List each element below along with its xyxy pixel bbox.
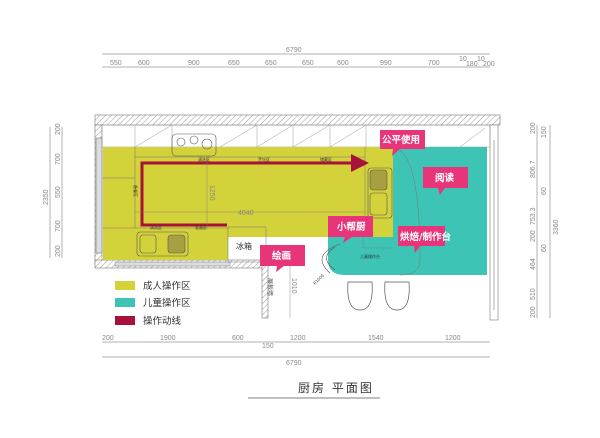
dim-segment-label: 60 xyxy=(541,244,548,252)
legend: 成人操作区 儿童操作区 操作动线 xyxy=(115,280,191,327)
legend-swatch-adult xyxy=(115,281,135,290)
dim-segment-label: 1540 xyxy=(368,335,384,342)
callout-baking: 烘焙/制作台 xyxy=(398,226,451,253)
dim-segment-label: 650 xyxy=(302,60,314,67)
dim-segment-label: 700 xyxy=(55,220,62,232)
legend-swatch-flow xyxy=(115,316,135,325)
dim-inner-depth: 1250 xyxy=(208,185,215,201)
dim-segment-label: 200 xyxy=(483,61,495,68)
dim-segment-label: 900 xyxy=(188,60,200,67)
dim-right-segments: 200 150 806.7 60 753.3 200 60 464 510 200 xyxy=(530,122,548,318)
dim-segment-label: 650 xyxy=(228,60,240,67)
dim-segment-label: 1200 xyxy=(290,335,306,342)
dim-left-total: 2350 xyxy=(43,189,50,205)
stove-icon xyxy=(171,133,217,157)
kids-table-label: 儿童操作台 xyxy=(360,253,380,259)
dim-top-total: 6790 xyxy=(286,47,302,54)
dimension-lines xyxy=(49,53,551,358)
dim-segment-label: 150 xyxy=(262,343,274,350)
upper-cabinets xyxy=(101,124,491,148)
callout-fair-use: 公平使用 xyxy=(380,130,425,156)
dim-segment-label: 1200 xyxy=(445,335,461,342)
walls xyxy=(94,114,501,321)
legend-swatch-child xyxy=(115,298,135,307)
dim-segment-label: 753.3 xyxy=(530,207,537,225)
svg-text:阅读: 阅读 xyxy=(435,172,455,184)
dim-segment-label: 600 xyxy=(232,335,244,342)
dim-segment-label: 200 xyxy=(55,123,62,135)
legend-label: 操作动线 xyxy=(143,315,182,327)
zone-label: 清洗区 xyxy=(150,224,162,230)
dim-segment-label: 700 xyxy=(428,60,440,67)
dim-inner-length: 4040 xyxy=(238,210,254,217)
callout-reading: 阅读 xyxy=(423,167,468,195)
svg-text:小帮厨: 小帮厨 xyxy=(336,221,366,233)
dim-segment-label: 180 xyxy=(466,61,478,68)
svg-text:烘焙/制作台: 烘焙/制作台 xyxy=(400,231,451,243)
legend-label: 儿童操作区 xyxy=(143,297,191,309)
radius-label: R1000 xyxy=(312,273,325,286)
dim-segment-label: 200 xyxy=(530,306,537,318)
dim-segment-label: 200 xyxy=(55,245,62,257)
zone-label: 清洗区 xyxy=(198,156,210,162)
board-wall-label: 展板墙 xyxy=(266,278,274,296)
dim-segment-label: 700 xyxy=(55,153,62,165)
dim-segment-label: 10 xyxy=(477,56,485,63)
dim-segment-label: 650 xyxy=(265,60,277,67)
dim-segment-label: 550 xyxy=(110,60,122,67)
dim-segment-label: 150 xyxy=(541,126,548,138)
zone-label: 备餐区 xyxy=(133,185,139,197)
dim-segment-label: 464 xyxy=(530,258,537,270)
dim-segment-label: 600 xyxy=(138,60,150,67)
page-title: 厨房 平面图 xyxy=(298,380,374,395)
chair-icon xyxy=(347,281,410,311)
dim-segment-label: 550 xyxy=(55,186,62,198)
sink-icon xyxy=(367,167,393,219)
dim-segment-label: 60 xyxy=(541,187,548,195)
fridge-label: 冰箱 xyxy=(236,241,252,251)
dim-segment-label: 200 xyxy=(530,122,537,134)
sink-icon xyxy=(136,231,189,257)
dim-segment-label: 806.7 xyxy=(530,160,537,178)
dim-segment-label: 1900 xyxy=(160,335,176,342)
callout-little-helper: 小帮厨 xyxy=(328,216,373,243)
inner-dimensions xyxy=(135,157,365,318)
zone-label: 准备区 xyxy=(195,224,207,230)
zone-label: 烹饪区 xyxy=(258,156,270,162)
zone-label: 储藏区 xyxy=(320,156,332,162)
dim-right-total: 3360 xyxy=(553,219,560,235)
operation-flow-arrow xyxy=(140,154,369,227)
legend-label: 成人操作区 xyxy=(143,280,191,292)
dim-segment-label: 200 xyxy=(530,230,537,242)
svg-text:公平使用: 公平使用 xyxy=(382,134,420,146)
dim-segment-label: 990 xyxy=(380,60,392,67)
dim-left-segments: 200 700 550 700 200 xyxy=(55,123,62,257)
dim-passage: 1010 xyxy=(290,278,297,294)
dim-bottom-total: 6790 xyxy=(286,360,302,367)
dim-segment-label: 200 xyxy=(102,335,114,342)
dim-segment-label: 600 xyxy=(337,60,349,67)
dim-segment-label: 10 xyxy=(459,56,467,63)
dim-segment-label: 510 xyxy=(530,288,537,300)
svg-text:绘画: 绘画 xyxy=(272,250,291,262)
door-swing-icon xyxy=(321,243,341,274)
dim-bottom-segments: 200 1900 600 150 1200 1540 1200 xyxy=(102,335,461,350)
callout-drawing: 绘画 xyxy=(260,245,305,272)
